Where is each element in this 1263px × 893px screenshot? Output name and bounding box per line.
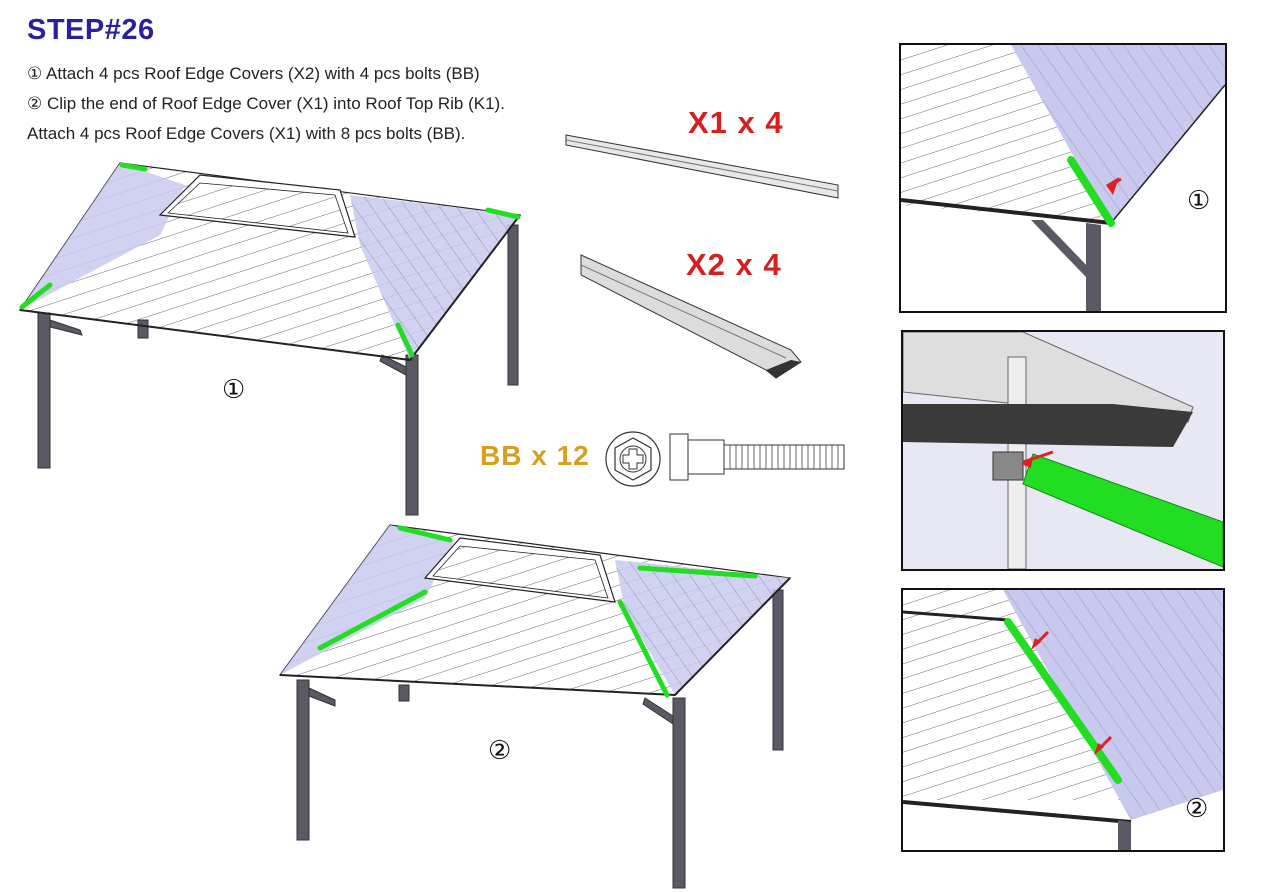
detail-marker-1: ① bbox=[1187, 185, 1211, 215]
detail-panel-3: ② bbox=[901, 588, 1225, 852]
bb-quantity: BB x 12 bbox=[480, 440, 590, 471]
instruction-2: ② Clip the end of Roof Edge Cover (X1) i… bbox=[27, 94, 505, 113]
detail-panel-2 bbox=[901, 330, 1225, 571]
bolt-head-icon bbox=[605, 431, 661, 487]
x2-quantity: X2 x 4 bbox=[686, 247, 782, 282]
step-marker-2: ② bbox=[488, 735, 512, 765]
roof-edge-cover-x2-part bbox=[580, 254, 802, 379]
step-title: STEP#26 bbox=[27, 14, 155, 46]
x1-quantity: X1 x 4 bbox=[688, 105, 784, 140]
detail-marker-2: ② bbox=[1185, 793, 1209, 823]
step-marker-1: ① bbox=[222, 374, 246, 404]
roof-edge-cover-x1-part bbox=[565, 134, 839, 199]
gazebo-diagram-1 bbox=[18, 162, 522, 516]
instruction-3: Attach 4 pcs Roof Edge Covers (X1) with … bbox=[27, 124, 466, 143]
gazebo-diagram-2 bbox=[278, 524, 792, 889]
instruction-1: ① Attach 4 pcs Roof Edge Covers (X2) wit… bbox=[27, 64, 480, 83]
detail-panel-1: ① bbox=[899, 43, 1227, 313]
bolt-side-icon bbox=[669, 433, 845, 481]
